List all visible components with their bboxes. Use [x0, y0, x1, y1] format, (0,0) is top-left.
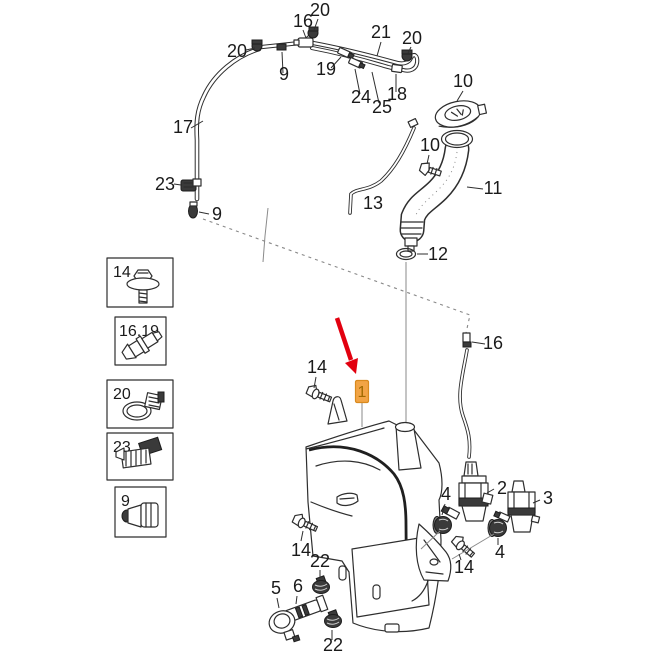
thumbnail-box-23[interactable]: 23 [106, 432, 174, 481]
pointer-arrow [334, 317, 358, 374]
callout-2-pump: 2 [497, 478, 507, 498]
grommet-4-left [432, 516, 452, 534]
hose-clamp-20-left [251, 39, 263, 52]
callout-20-clamp-top: 20 [310, 0, 330, 20]
callout-10-cap: 10 [453, 71, 473, 91]
thumbnail-box-16-19[interactable]: 16,19 [114, 316, 167, 366]
callout-20-clamp-left: 20 [227, 41, 247, 61]
screw-14-left [291, 513, 319, 532]
callout-labels: 20 16 20 21 20 9 19 24 25 18 17 23 9 10 … [155, 0, 553, 655]
dashed-reference-line [202, 207, 471, 334]
callout-3-pump: 3 [543, 488, 553, 508]
washer-pump-2 [440, 461, 494, 522]
o-ring-12 [395, 247, 417, 261]
clip-23 [180, 178, 202, 192]
screw-10 [418, 162, 442, 177]
grommet-left-leader [420, 530, 441, 550]
callout-11-neck: 11 [484, 178, 503, 198]
filler-cap-10 [434, 100, 488, 128]
callout-5-sensor: 5 [271, 578, 281, 598]
callout-10-screw: 10 [420, 135, 440, 155]
grommet-fitting-icon [121, 502, 159, 528]
callout-20-clamp-right: 20 [402, 28, 422, 48]
callout-leaders [173, 18, 541, 640]
callout-12-oring: 12 [428, 244, 448, 264]
callout-17-hose: 17 [173, 117, 193, 137]
callout-9-grommet: 9 [212, 204, 222, 224]
hose-clamp-20-right [401, 49, 413, 62]
callout-13-vent-hose: 13 [363, 193, 383, 213]
callout-22-cap-lower: 22 [323, 635, 343, 655]
callout-21-hose: 21 [371, 22, 391, 42]
vent-nipple [407, 117, 419, 129]
grommet-9-mid [188, 201, 198, 219]
hose-16-right [458, 332, 472, 459]
reservoir-tank [305, 396, 452, 633]
callout-19-fitting: 19 [316, 59, 336, 79]
level-sensor [268, 594, 329, 643]
callout-25-hose: 25 [372, 97, 392, 117]
selected-part-number: 1 [358, 384, 367, 401]
callout-22-cap-upper: 22 [310, 551, 330, 571]
callout-18-connector: 18 [387, 84, 407, 104]
callout-14-screw-right: 14 [454, 557, 474, 577]
callout-14-screw-top: 14 [307, 357, 327, 377]
cap-22-lower [324, 609, 342, 628]
thumbnail-label: 9 [121, 493, 130, 510]
screw-14-top [305, 384, 333, 403]
callout-23-clip: 23 [155, 174, 175, 194]
filler-neck-11 [399, 117, 474, 252]
fitting-19 [337, 47, 355, 60]
hose-clamp-20-top [307, 26, 319, 39]
hose-clamp-icon [122, 391, 165, 421]
thumbnail-box-14[interactable]: 14 [106, 257, 174, 308]
thumbnail-label: 20 [113, 386, 131, 403]
thumbnail-box-9[interactable]: 9 [114, 486, 167, 538]
retaining-clip-icon [115, 436, 163, 469]
fitting-24 [348, 57, 366, 70]
thumbnail-label: 14 [113, 264, 131, 281]
vent-hose-13 [348, 126, 416, 215]
callout-24-fitting: 24 [351, 87, 371, 107]
hose-connector-icon [121, 331, 163, 360]
tee-connector-16 [293, 37, 314, 48]
callout-16-hose-right: 16 [483, 333, 503, 353]
callout-16-tee: 16 [293, 11, 313, 31]
fitting-9-top [276, 43, 287, 51]
grommet-4-right [487, 519, 507, 537]
screw-with-washer-icon [126, 269, 160, 304]
connector-18 [391, 63, 403, 74]
thumbnail-box-20[interactable]: 20 [106, 379, 174, 429]
callout-9-fitting-top: 9 [279, 64, 289, 84]
callout-6-sensor-body: 6 [293, 576, 303, 596]
screw-14-right [450, 535, 476, 558]
callout-4-grommet-right: 4 [495, 542, 505, 562]
callout-14-screw-left: 14 [291, 540, 311, 560]
callout-4-grommet-left: 4 [441, 484, 451, 504]
cap-22-upper [312, 575, 330, 594]
selected-part-badge[interactable]: 1 [354, 379, 370, 404]
